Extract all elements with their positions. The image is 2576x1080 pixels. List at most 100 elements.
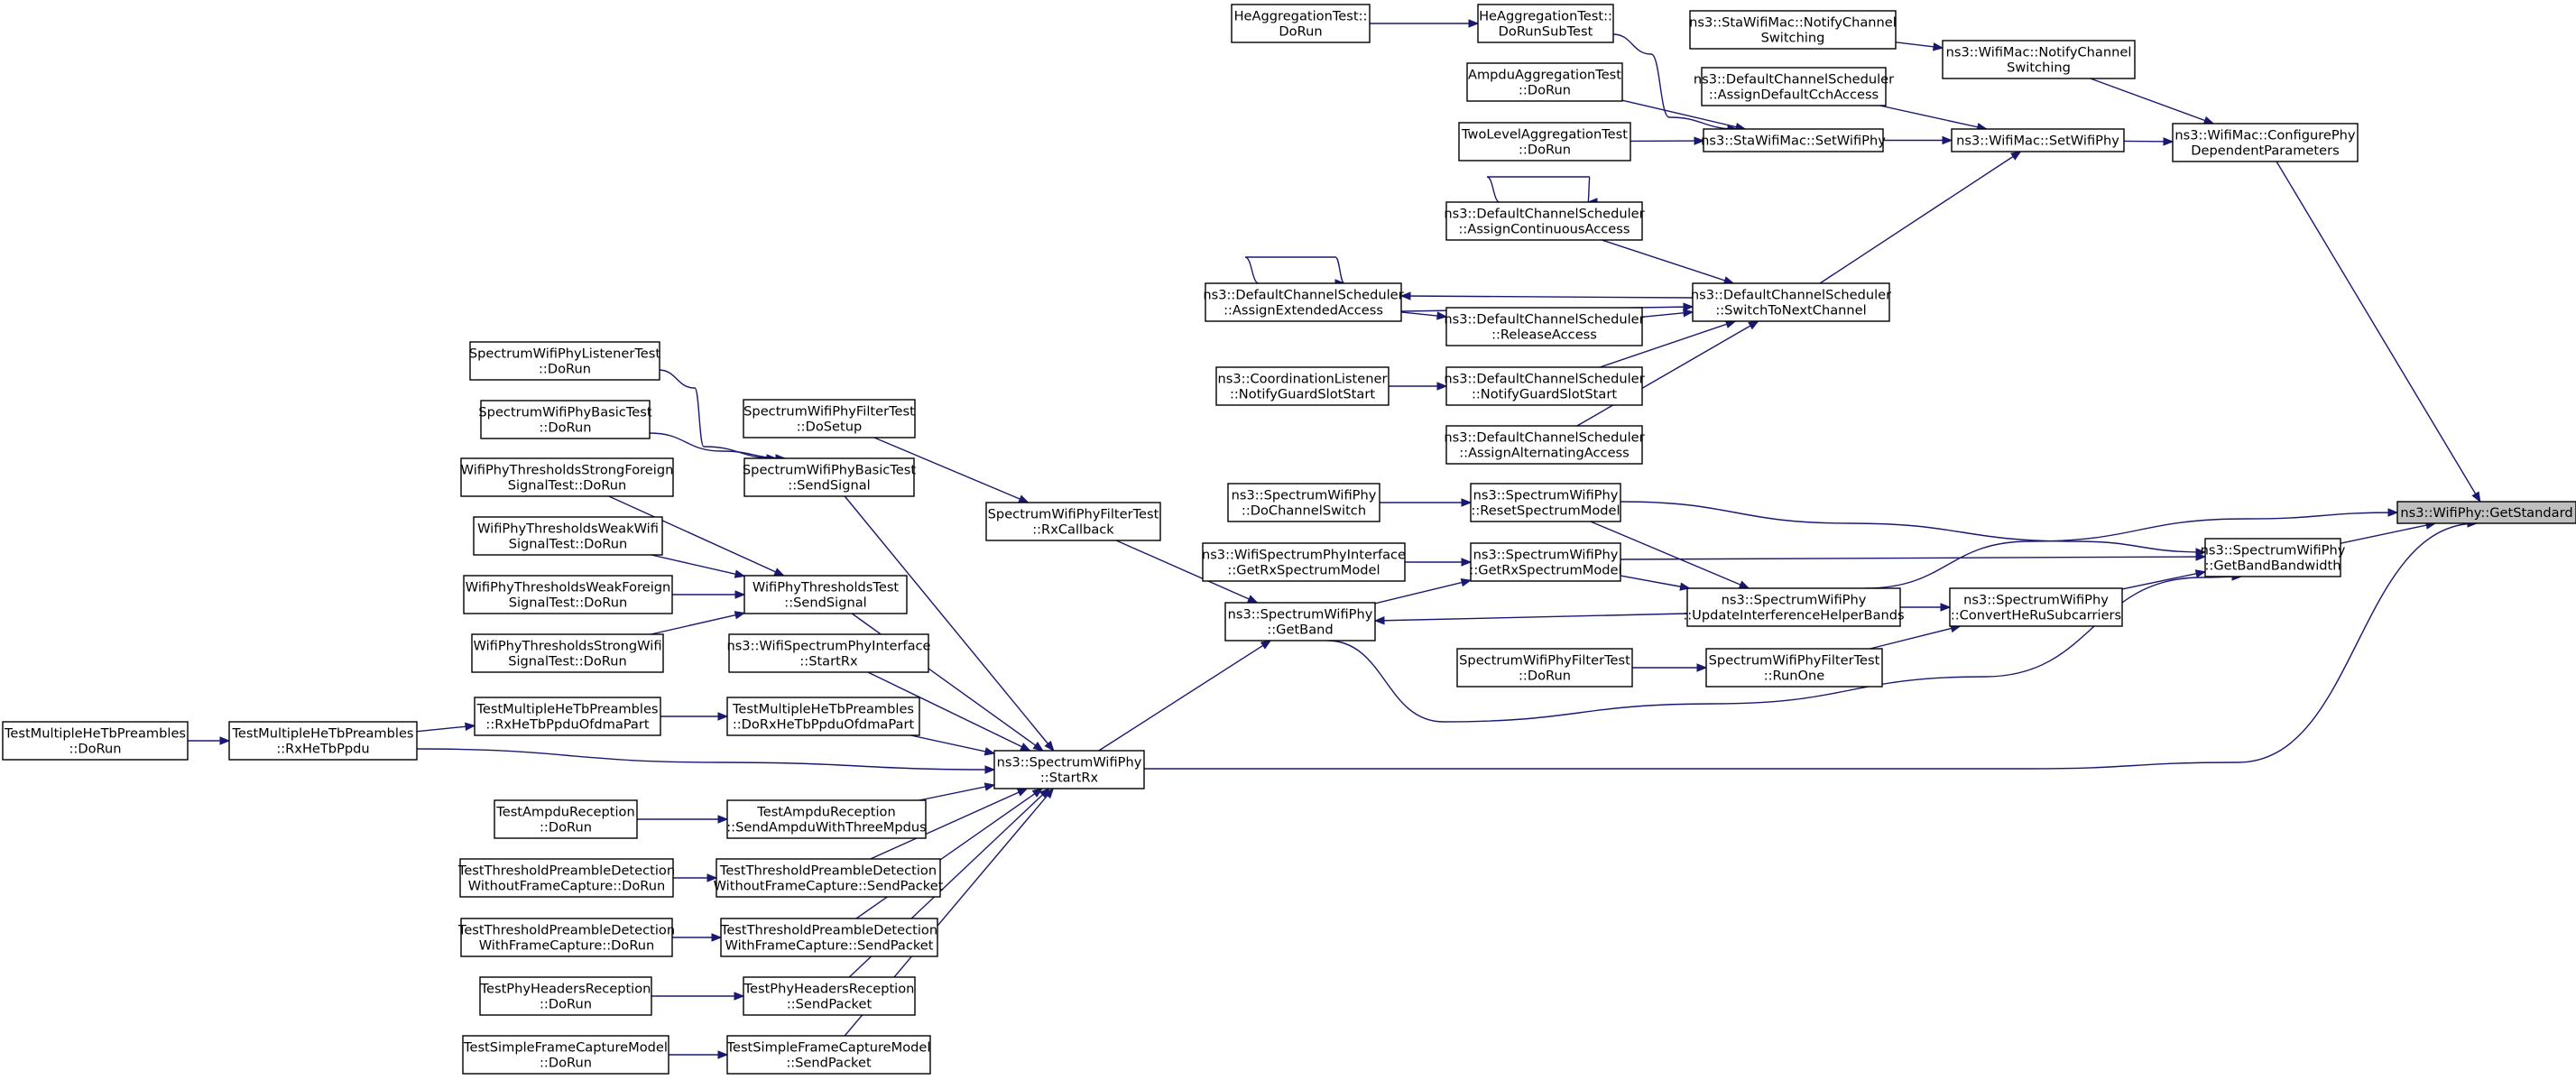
- call-edge-line: [416, 725, 475, 733]
- function-node[interactable]: TestMultipleHeTbPreambles::RxHeTbPpdu: [228, 721, 418, 761]
- node-label: ::DoRun: [540, 420, 592, 436]
- function-node[interactable]: WifiPhyThresholdsWeakForeignSignalTest::…: [463, 575, 673, 614]
- node-label: ns3::SpectrumWifiPhy: [1722, 593, 1867, 608]
- node-box: [1942, 40, 2136, 79]
- call-edge-line: [1620, 575, 1690, 589]
- function-node[interactable]: TestMultipleHeTbPreambles::DoRun: [2, 721, 189, 761]
- node-box: [462, 1035, 669, 1075]
- function-node[interactable]: WifiPhyThresholdsTest::SendSignal: [743, 575, 908, 614]
- function-node[interactable]: ns3::DefaultChannelScheduler::AssignDefa…: [1694, 67, 1894, 106]
- call-edge: [1400, 311, 1448, 320]
- function-node[interactable]: ns3::SpectrumWifiPhy::DoChannelSwitch: [1227, 483, 1380, 522]
- function-node[interactable]: TestPhyHeadersReception::DoRun: [479, 976, 652, 1016]
- node-box: [2204, 538, 2341, 577]
- function-node[interactable]: ns3::SpectrumWifiPhy::StartRx: [993, 750, 1145, 789]
- node-label: WifiPhyThresholdsStrongWifi: [473, 639, 661, 654]
- function-node[interactable]: TestSimpleFrameCaptureModel::SendPacket: [726, 1035, 931, 1075]
- arrow-head-icon: [2194, 569, 2207, 578]
- function-node[interactable]: ns3::StaWifiMac::SetWifiPhy: [1701, 128, 1886, 152]
- node-label: ::GetRxSpectrumModel: [1227, 563, 1380, 578]
- function-node[interactable]: TestThresholdPreambleDetectionWithFrameC…: [720, 918, 938, 957]
- call-edge-line: [1600, 320, 1736, 368]
- function-node[interactable]: WifiPhyThresholdsStrongWifiSignalTest::D…: [471, 633, 664, 673]
- node-box: [1466, 62, 1623, 102]
- function-node[interactable]: SpectrumWifiPhyFilterTest::DoSetup: [743, 399, 916, 438]
- function-node[interactable]: TwoLevelAggregationTest::DoRun: [1458, 122, 1631, 162]
- arrow-head-icon: [717, 815, 729, 824]
- function-node[interactable]: ns3::DefaultChannelScheduler::AssignCont…: [1444, 201, 1645, 241]
- function-node[interactable]: ns3::DefaultChannelScheduler::ReleaseAcc…: [1444, 307, 1645, 346]
- function-node[interactable]: TestThresholdPreambleDetectionWithoutFra…: [714, 858, 944, 898]
- node-label: ns3::WifiSpectrumPhyInterface: [1202, 548, 1406, 563]
- function-node[interactable]: SpectrumWifiPhyBasicTest::SendSignal: [743, 457, 916, 497]
- node-label: ::RxHeTbPpdu: [276, 742, 369, 757]
- function-node[interactable]: TestThresholdPreambleDetectionWithFrameC…: [457, 918, 675, 957]
- node-box: [474, 697, 661, 736]
- arrow-head-icon: [1373, 616, 1385, 625]
- function-node[interactable]: TestAmpduReception::DoRun: [494, 799, 638, 839]
- call-edge: [669, 1050, 729, 1059]
- node-label: ::RxCallback: [1032, 522, 1114, 538]
- call-edge-line: [919, 784, 995, 801]
- focus-function-node[interactable]: ns3::WifiPhy::GetStandard: [2396, 501, 2576, 524]
- function-node[interactable]: HeAggregationTest::DoRun: [1231, 4, 1371, 43]
- node-label: ns3::WifiPhy::GetStandard: [2400, 505, 2572, 521]
- function-node[interactable]: ns3::SpectrumWifiPhy::GetRxSpectrumModel: [1469, 542, 1622, 582]
- node-label: SignalTest::DoRun: [509, 595, 628, 611]
- function-node[interactable]: ns3::SpectrumWifiPhy::UpdateInterference…: [1683, 587, 1905, 627]
- function-node[interactable]: ns3::WifiMac::ConfigurePhyDependentParam…: [2172, 123, 2359, 162]
- function-node[interactable]: AmpduAggregationTest::DoRun: [1466, 62, 1623, 102]
- node-box: [1456, 648, 1633, 688]
- function-node[interactable]: ns3::WifiSpectrumPhyInterface::GetRxSpec…: [1202, 542, 1406, 582]
- function-node[interactable]: WifiPhyThresholdsWeakWifiSignalTest::DoR…: [473, 516, 663, 556]
- call-edge-line: [867, 671, 1030, 752]
- arrow-head-icon: [734, 992, 745, 1001]
- arrow-head-icon: [1018, 494, 1029, 503]
- node-label: WithFrameCapture::SendPacket: [725, 938, 934, 954]
- node-label: ::SendPacket: [786, 1056, 872, 1071]
- function-node[interactable]: ns3::SpectrumWifiPhy::GetBand: [1224, 602, 1376, 642]
- node-label: ns3::DefaultChannelScheduler: [1203, 288, 1403, 303]
- call-edge: [844, 495, 1055, 752]
- call-edge-line: [1602, 239, 1734, 284]
- function-node[interactable]: SpectrumWifiPhyListenerTest::DoRun: [469, 341, 660, 381]
- function-node[interactable]: ns3::SpectrumWifiPhy::GetBandBandwidth: [2201, 538, 2346, 577]
- call-edge: [1576, 320, 1759, 427]
- function-node[interactable]: TestMultipleHeTbPreambles::RxHeTbPpduOfd…: [474, 697, 661, 736]
- function-node[interactable]: HeAggregationTest::DoRunSubTest: [1477, 4, 1614, 43]
- function-node[interactable]: ns3::SpectrumWifiPhy::ResetSpectrumModel: [1470, 483, 1621, 522]
- function-node[interactable]: TestAmpduReception::SendAmpduWithThreeMp…: [726, 799, 927, 839]
- function-node[interactable]: ns3::SpectrumWifiPhy::ConvertHeRuSubcarr…: [1949, 587, 2123, 627]
- node-label: TestAmpduReception: [756, 805, 895, 820]
- function-node[interactable]: SpectrumWifiPhyFilterTest::RunOne: [1705, 648, 1883, 688]
- function-node[interactable]: ns3::DefaultChannelScheduler::AssignAlte…: [1444, 425, 1645, 465]
- node-label: SignalTest::DoRun: [509, 537, 628, 552]
- function-node[interactable]: WifiPhyThresholdsStrongForeignSignalTest…: [460, 457, 674, 497]
- node-box: [1205, 282, 1402, 322]
- function-node[interactable]: ns3::DefaultChannelScheduler::NotifyGuar…: [1444, 366, 1645, 406]
- arrow-head-icon: [1043, 787, 1055, 799]
- node-label: ns3::WifiMac::NotifyChannel: [1946, 45, 2132, 60]
- call-edge-line: [1115, 540, 1258, 604]
- node-label: ::SendSignal: [784, 595, 866, 611]
- function-node[interactable]: ns3::DefaultChannelScheduler::AssignExte…: [1203, 282, 1404, 322]
- node-label: SpectrumWifiPhyListenerTest: [469, 346, 660, 362]
- function-node[interactable]: TestPhyHeadersReception::SendPacket: [743, 976, 916, 1016]
- call-edge: [1405, 558, 1473, 567]
- node-label: TestPhyHeadersReception: [480, 982, 651, 997]
- function-node[interactable]: TestMultipleHeTbPreambles::DoRxHeTbPpduO…: [726, 697, 920, 736]
- node-label: TestSimpleFrameCaptureModel: [463, 1040, 668, 1056]
- function-node[interactable]: TestSimpleFrameCaptureModel::DoRun: [462, 1035, 669, 1075]
- function-node[interactable]: ns3::DefaultChannelScheduler::SwitchToNe…: [1691, 282, 1891, 322]
- arrow-head-icon: [717, 1050, 729, 1059]
- function-node[interactable]: ns3::WifiMac::SetWifiPhy: [1951, 128, 2125, 152]
- call-edge: [651, 554, 746, 578]
- function-node[interactable]: ns3::WifiSpectrumPhyInterface::StartRx: [726, 633, 931, 673]
- function-node[interactable]: SpectrumWifiPhyBasicTest::DoRun: [478, 400, 652, 439]
- function-node[interactable]: SpectrumWifiPhyFilterTest::DoRun: [1456, 648, 1633, 688]
- function-node[interactable]: TestThresholdPreambleDetectionWithoutFra…: [457, 858, 675, 898]
- function-node[interactable]: ns3::CoordinationListener::NotifyGuardSl…: [1215, 366, 1390, 406]
- function-node[interactable]: SpectrumWifiPhyFilterTest::RxCallback: [985, 502, 1161, 541]
